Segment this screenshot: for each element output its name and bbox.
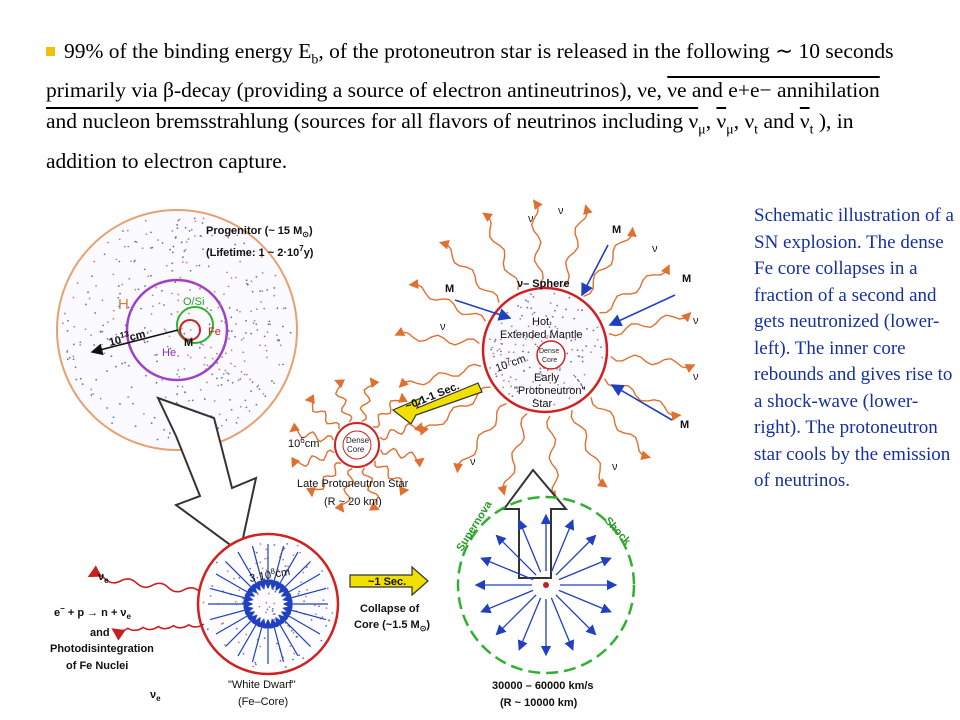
svg-text:"Protoneutron": "Protoneutron" — [514, 385, 586, 397]
svg-text:ν: ν — [652, 243, 658, 255]
svg-text:Collapse of: Collapse of — [360, 603, 420, 615]
svg-text:3·108cm: 3·108cm — [248, 564, 291, 585]
progenitor-star: 1013cm H He O/Si Fe M Progenitor (~ 15 M… — [56, 209, 314, 451]
svg-text:ν: ν — [558, 205, 564, 217]
nu-e-label-top: νe — [98, 571, 109, 585]
svg-text:ν: ν — [693, 315, 699, 327]
shell-fe-label: Fe — [208, 326, 221, 338]
svg-text:107cm: 107cm — [493, 351, 527, 375]
shell-h-label: H — [118, 296, 129, 313]
svg-text:Hot: Hot — [532, 316, 549, 328]
time-arrow-collapse: ~1 Sec. Collapse of Core (~1.5 M⊙) — [349, 565, 430, 633]
antineutrino-tau: ν — [799, 109, 810, 134]
binding-energy-subscript: b — [311, 52, 319, 68]
late-protoneutron-star: Dense Core 106cm Late Protoneutron Star … — [288, 377, 425, 513]
svg-text:ν: ν — [693, 371, 699, 383]
svg-text:and: and — [90, 627, 110, 639]
progenitor-title: Progenitor (~ 15 M⊙) — [206, 225, 313, 239]
svg-text:~1 Sec.: ~1 Sec. — [368, 576, 406, 588]
mu-subscript: μ — [698, 122, 706, 138]
svg-text:1013cm: 1013cm — [107, 325, 147, 349]
svg-text:ν: ν — [612, 461, 618, 473]
svg-text:M: M — [445, 283, 454, 295]
svg-text:30000 – 60000 km/s: 30000 – 60000 km/s — [492, 680, 594, 692]
svg-text:Core (~1.5 M⊙): Core (~1.5 M⊙) — [354, 619, 430, 633]
bullet-text-part: ), in addition to electron capture. — [46, 109, 854, 173]
svg-text:Dense: Dense — [539, 348, 559, 355]
shell-he-label: He — [162, 347, 176, 359]
svg-text:Star: Star — [532, 398, 553, 410]
svg-text:M: M — [682, 273, 691, 285]
tau-subscript: t — [754, 122, 759, 138]
svg-text:(R ~ 20 km): (R ~ 20 km) — [324, 496, 382, 508]
mu-subscript: μ — [726, 122, 734, 138]
svg-text:ν: ν — [528, 213, 534, 225]
svg-text:(R ~ 10000 km): (R ~ 10000 km) — [500, 697, 578, 709]
bullet-text-part: νe and e+e− annihilation and nucleon bre… — [46, 78, 880, 134]
bullet-square-icon — [46, 47, 55, 56]
bullet-text-part: and — [758, 109, 800, 134]
core-m-label: M — [184, 337, 193, 349]
reaction-label: e− + p → n + νe — [54, 604, 132, 621]
svg-text:Core: Core — [542, 357, 557, 364]
late-neutrino-rays — [289, 377, 425, 513]
bullet-text-part: , — [705, 109, 717, 134]
svg-text:of Fe Nuclei: of Fe Nuclei — [66, 660, 128, 672]
shell-os-label: O/Si — [183, 296, 204, 308]
white-dwarf-core: 3·108cm "White Dwarf" (Fe–Core) νe νe e−… — [50, 532, 340, 708]
svg-text:ν: ν — [470, 456, 476, 468]
svg-text:Late Protoneutron Star: Late Protoneutron Star — [297, 478, 409, 490]
diagram-caption: Schematic illustration of a SN explosion… — [754, 205, 954, 491]
svg-text:"White Dwarf": "White Dwarf" — [228, 679, 296, 691]
svg-text:(Fe–Core): (Fe–Core) — [238, 696, 288, 708]
bullet-text-part: , of the protoneutron star is released i… — [46, 39, 894, 103]
svg-text:Dense: Dense — [346, 436, 370, 445]
bullet-paragraph: 99% of the binding energy Eb, of the pro… — [46, 36, 916, 177]
svg-text:M: M — [680, 419, 689, 431]
bullet-text-part: , ν — [733, 109, 755, 134]
nu-e-label-bottom: νe — [150, 689, 161, 703]
progenitor-lifetime: (Lifetime: 1 ~ 2·107y) — [206, 244, 314, 259]
early-neutrino-rays — [394, 199, 696, 501]
svg-text:Shock: Shock — [602, 515, 634, 548]
svg-text:Core: Core — [347, 445, 365, 454]
shock-outflow-arrows — [474, 513, 618, 657]
rebound-arrow — [502, 468, 569, 579]
white-dwarf-infall-arrows — [208, 544, 328, 664]
progenitor-dots — [61, 217, 292, 443]
svg-text:ν: ν — [440, 321, 446, 333]
svg-text:106cm: 106cm — [288, 436, 319, 450]
nu-sphere-label: ν– Sphere — [517, 278, 570, 290]
tau-subscript: t — [809, 122, 814, 138]
time-arrow-early: ~0.1-1 Sec. — [391, 380, 483, 425]
early-protoneutron-star: Dense Core Hot Extended Mantle Early "Pr… — [394, 199, 699, 501]
mass-accretion-labels: M M M Mν ν ν ν ν ν ν ν — [440, 205, 699, 473]
antineutrino-mu: ν — [716, 109, 727, 134]
svg-text:Extended Mantle: Extended Mantle — [500, 329, 583, 341]
svg-text:Photodisintegration: Photodisintegration — [50, 643, 154, 655]
svg-text:M: M — [612, 224, 621, 236]
svg-text:Early: Early — [534, 372, 560, 384]
bullet-text-part: 99% of the binding energy E — [64, 39, 312, 63]
svg-text:Supernova: Supernova — [454, 498, 495, 553]
